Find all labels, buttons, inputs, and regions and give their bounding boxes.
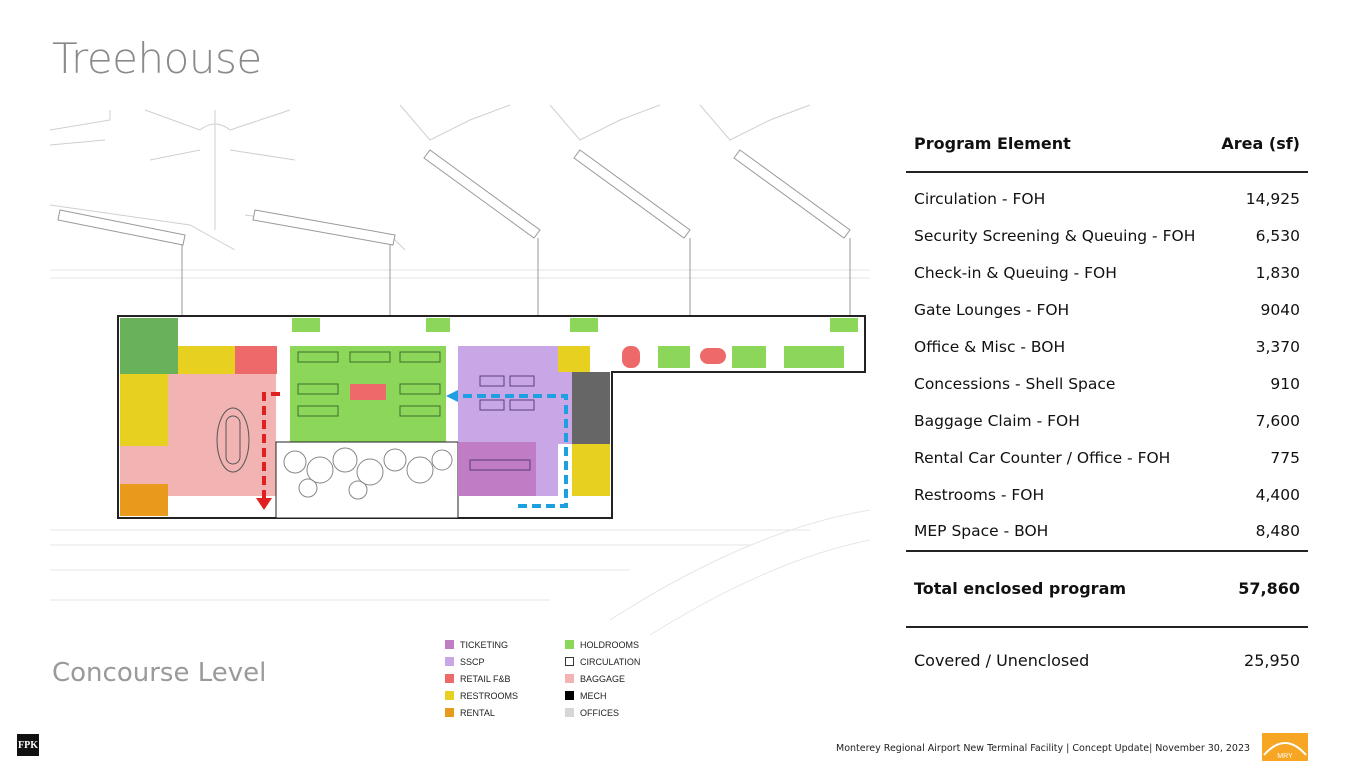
aircraft-outlines xyxy=(50,104,811,251)
legend-item: OFFICES xyxy=(565,706,685,719)
row-label: Circulation - FOH xyxy=(914,190,1046,209)
table-row: Gate Lounges - FOH 9040 xyxy=(906,292,1308,329)
row-value: 14,925 xyxy=(1245,190,1300,209)
mry-logo-text: MRY xyxy=(1277,753,1293,760)
legend-item: MECH xyxy=(565,689,685,702)
legend-label: CIRCULATION xyxy=(580,656,641,667)
table-row: Security Screening & Queuing - FOH 6,530 xyxy=(906,218,1308,255)
header-program-element: Program Element xyxy=(914,134,1071,153)
row-value: 775 xyxy=(1270,448,1300,467)
row-value: 3,370 xyxy=(1255,338,1300,356)
legend-item: RESTROOMS xyxy=(445,689,565,702)
covered-value: 25,950 xyxy=(1244,651,1300,671)
row-value: 6,530 xyxy=(1255,227,1300,246)
row-value: 910 xyxy=(1270,374,1300,393)
total-label: Total enclosed program xyxy=(914,579,1127,599)
row-label: Restrooms - FOH xyxy=(914,485,1045,504)
legend-label: HOLDROOMS xyxy=(580,639,640,650)
table-body: Circulation - FOH 14,925 Security Screeni… xyxy=(906,173,1308,552)
concourse-floor-plan xyxy=(50,104,870,636)
table-row: Circulation - FOH 14,925 xyxy=(906,181,1308,218)
row-value: 4,400 xyxy=(1255,485,1300,504)
jet-bridges xyxy=(57,149,851,315)
mry-logo: MRY xyxy=(1262,733,1308,761)
legend-swatch xyxy=(445,691,454,700)
legend-swatch xyxy=(565,674,574,683)
legend-label: SSCP xyxy=(460,656,485,667)
legend-label: RETAIL F&B xyxy=(460,673,511,684)
row-label: Security Screening & Queuing - FOH xyxy=(914,227,1196,246)
row-value: 1,830 xyxy=(1255,264,1300,283)
table-row: Concessions - Shell Space 910 xyxy=(906,365,1308,402)
covered-label: Covered / Unenclosed xyxy=(914,651,1090,671)
legend-swatch xyxy=(445,674,454,683)
legend-swatch xyxy=(565,640,574,649)
row-label: Office & Misc - BOH xyxy=(914,338,1066,356)
page-title: Treehouse xyxy=(52,34,262,83)
legend-label: RESTROOMS xyxy=(460,690,519,701)
legend-swatch xyxy=(565,691,574,700)
legend-item: SSCP xyxy=(445,655,565,668)
table-row: Baggage Claim - FOH 7,600 xyxy=(906,402,1308,439)
total-row: Total enclosed program 57,860 xyxy=(906,552,1308,628)
total-value: 57,860 xyxy=(1238,579,1300,599)
legend-swatch xyxy=(565,708,574,717)
legend-label: OFFICES xyxy=(580,707,620,718)
row-label: MEP Space - BOH xyxy=(914,522,1049,541)
table-row: Restrooms - FOH 4,400 xyxy=(906,476,1308,513)
row-label: Gate Lounges - FOH xyxy=(914,301,1070,320)
legend-label: RENTAL xyxy=(460,707,495,718)
legend-label: BAGGAGE xyxy=(580,673,626,684)
row-value: 9040 xyxy=(1260,301,1300,320)
level-subtitle: Concourse Level xyxy=(52,658,267,688)
header-area: Area (sf) xyxy=(1221,134,1300,153)
footer-text: Monterey Regional Airport New Terminal F… xyxy=(836,743,1251,754)
table-row: MEP Space - BOH 8,480 xyxy=(906,513,1308,550)
covered-row: Covered / Unenclosed 25,950 xyxy=(906,628,1308,694)
legend-swatch xyxy=(565,657,574,666)
row-value: 7,600 xyxy=(1255,411,1300,430)
row-value: 8,480 xyxy=(1255,522,1300,541)
legend-item: HOLDROOMS xyxy=(565,638,685,651)
legend-swatch xyxy=(445,657,454,666)
color-legend: TICKETING HOLDROOMS SSCP CIRCULATION RET… xyxy=(445,638,685,719)
table-row: Rental Car Counter / Office - FOH 775 xyxy=(906,439,1308,476)
row-label: Concessions - Shell Space xyxy=(914,374,1116,393)
legend-label: TICKETING xyxy=(460,639,509,650)
legend-label: MECH xyxy=(580,690,607,701)
legend-item: CIRCULATION xyxy=(565,655,685,668)
courtyard-trees xyxy=(283,447,453,500)
row-label: Check-in & Queuing - FOH xyxy=(914,264,1117,283)
legend-swatch xyxy=(445,640,454,649)
table-row: Office & Misc - BOH 3,370 xyxy=(906,329,1308,366)
firm-logo: FPK xyxy=(17,734,39,756)
legend-item: BAGGAGE xyxy=(565,672,685,685)
table-header: Program Element Area (sf) xyxy=(906,128,1308,173)
table-row: Check-in & Queuing - FOH 1,830 xyxy=(906,255,1308,292)
legend-item: TICKETING xyxy=(445,638,565,651)
row-label: Rental Car Counter / Office - FOH xyxy=(914,448,1171,467)
legend-item: RENTAL xyxy=(445,706,565,719)
legend-item: RETAIL F&B xyxy=(445,672,565,685)
program-area-table: Program Element Area (sf) Circulation - … xyxy=(906,128,1308,694)
row-label: Baggage Claim - FOH xyxy=(914,411,1080,430)
legend-swatch xyxy=(445,708,454,717)
